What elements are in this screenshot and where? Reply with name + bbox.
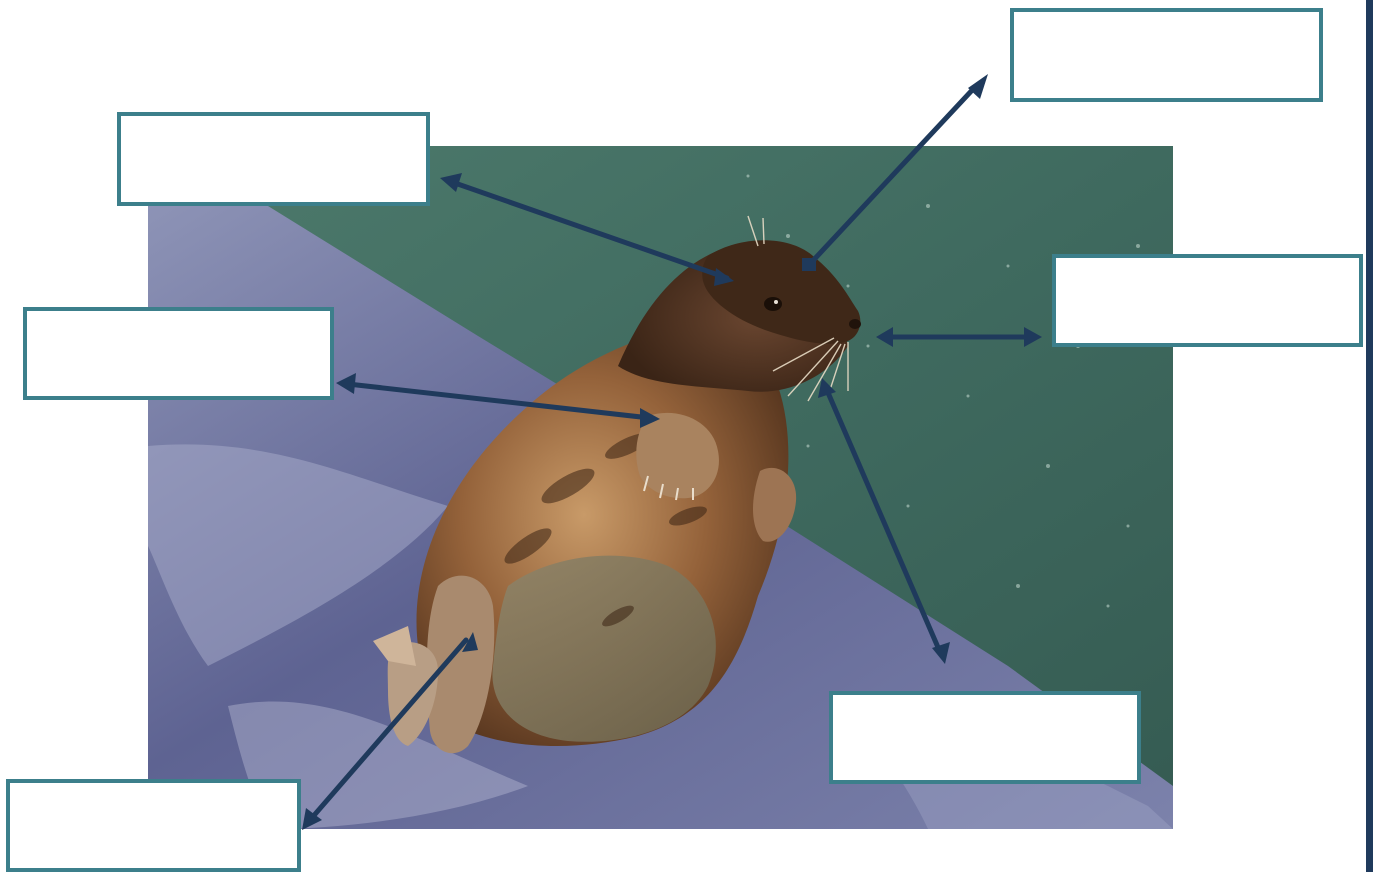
label-box-whiskers[interactable] [829, 691, 1141, 784]
right-edge-bar [1366, 0, 1373, 872]
label-box-head[interactable] [1010, 8, 1323, 102]
seal-eye [764, 297, 782, 311]
label-box-front-flipper[interactable] [23, 307, 334, 400]
label-box-hind-flipper[interactable] [6, 779, 301, 872]
seal-belly [492, 556, 715, 742]
seal-nose [849, 319, 861, 329]
label-box-eye[interactable] [117, 112, 430, 206]
label-box-nose[interactable] [1052, 254, 1363, 347]
